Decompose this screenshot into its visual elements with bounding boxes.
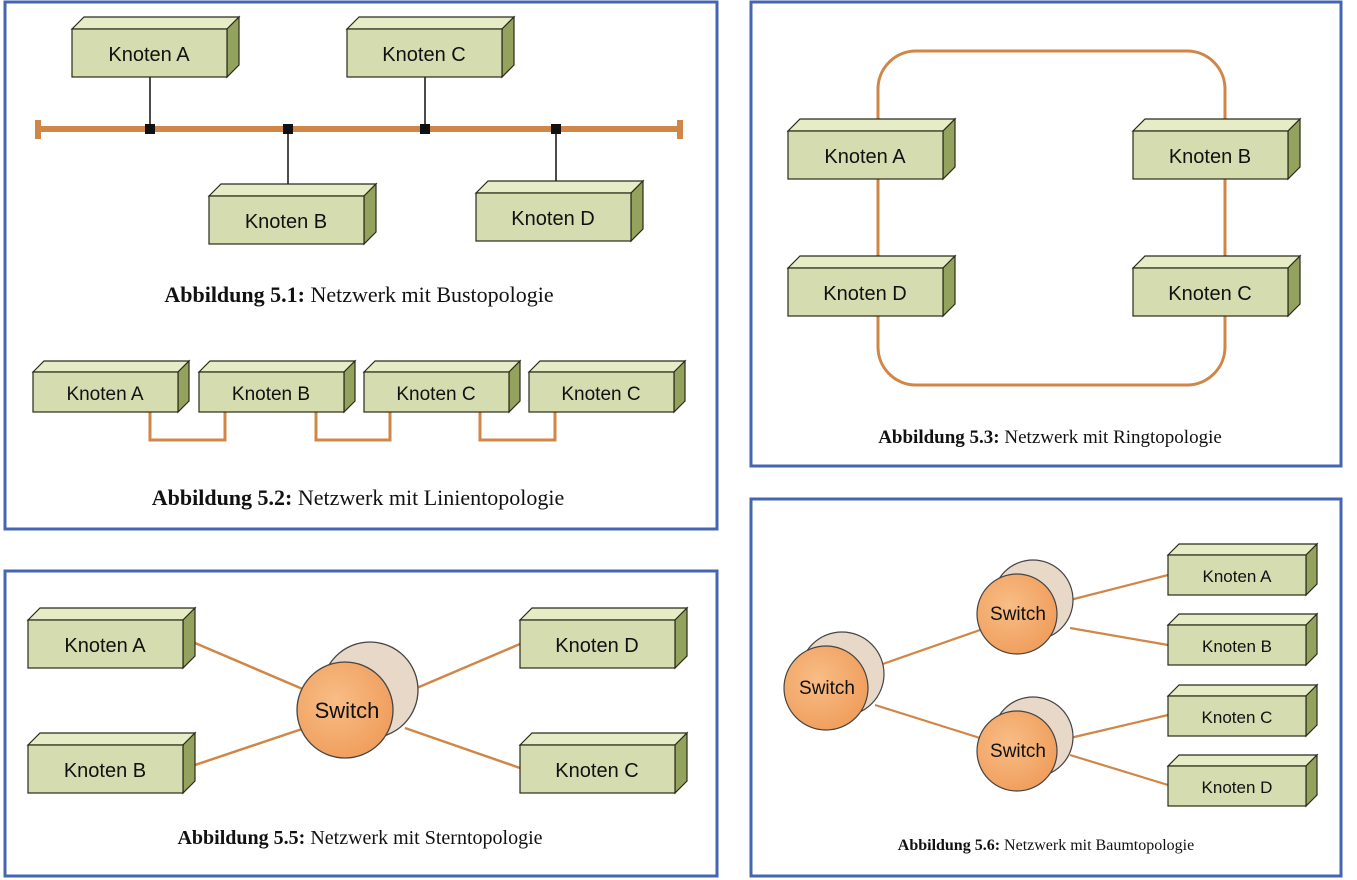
node-label: Knoten B <box>245 211 327 233</box>
panel-bus-line <box>3 0 719 531</box>
node-label: Knoten A <box>1202 567 1272 586</box>
bus-node-a: Knoten A <box>71 16 240 78</box>
node-label: Knoten B <box>64 760 146 782</box>
star-node-b: Knoten B <box>27 732 196 794</box>
node-label: Knoten A <box>66 384 143 405</box>
line-node-b: Knoten B <box>198 360 356 413</box>
line-node-c2: Knoten C <box>528 360 686 413</box>
node-label: Knoten A <box>824 146 906 168</box>
ring-cable <box>876 49 1227 387</box>
node-label: Knoten C <box>561 384 640 405</box>
node-label: Knoten C <box>382 44 465 66</box>
tree-node-d: Knoten D <box>1167 754 1318 807</box>
bus-node-c: Knoten C <box>346 16 515 78</box>
line-node-a: Knoten A <box>32 360 190 413</box>
tree-switch-root: Switch <box>783 631 885 731</box>
bus-diagram: Knoten A Knoten C Knoten B Knoten D <box>35 16 683 245</box>
tree-node-a: Knoten A <box>1167 543 1318 596</box>
panel-tree <box>749 497 1343 878</box>
ring-diagram: Knoten A Knoten B Knoten D Knoten C <box>787 49 1301 387</box>
node-label: Knoten D <box>511 208 594 230</box>
node-label: Knoten B <box>1169 146 1251 168</box>
star-diagram: Switch Knoten A Knoten B Knoten D Knoten… <box>27 607 688 794</box>
node-label: Knoten C <box>396 384 475 405</box>
ring-node-a: Knoten A <box>787 118 956 180</box>
bus-node-b: Knoten B <box>208 183 377 245</box>
bus-tap <box>420 124 430 134</box>
tree-diagram: Switch Switch Switch Knoten A Knoten B K… <box>783 543 1318 807</box>
line-diagram: Knoten A Knoten B Knoten C Knoten C <box>32 360 686 442</box>
tree-switch-upper: Switch <box>976 559 1074 655</box>
star-node-a: Knoten A <box>27 607 196 669</box>
switch-label: Switch <box>990 604 1046 625</box>
bus-node-d: Knoten D <box>475 180 644 242</box>
line-node-c: Knoten C <box>363 360 521 413</box>
bus-tap <box>145 124 155 134</box>
panel-ring <box>749 0 1343 468</box>
node-label: Knoten B <box>232 384 310 405</box>
tree-node-c: Knoten C <box>1167 684 1318 737</box>
star-node-c: Knoten C <box>519 732 688 794</box>
switch-label: Switch <box>315 698 380 723</box>
switch-label: Switch <box>799 678 855 699</box>
ring-node-b: Knoten B <box>1132 118 1301 180</box>
ring-node-c: Knoten C <box>1132 255 1301 317</box>
node-label: Knoten D <box>823 283 906 305</box>
caption-5-6: Abbildung 5.6: Netzwerk mit Baumtopologi… <box>898 837 1194 854</box>
panel-star <box>3 569 719 878</box>
caption-5-1: Abbildung 5.1: Netzwerk mit Bustopologie <box>164 282 553 307</box>
node-label: Knoten A <box>108 44 190 66</box>
node-label: Knoten C <box>1168 283 1251 305</box>
switch-label: Switch <box>990 741 1046 762</box>
bus-tap <box>551 124 561 134</box>
node-label: Knoten A <box>64 635 146 657</box>
tree-node-b: Knoten B <box>1167 613 1318 666</box>
caption-5-2: Abbildung 5.2: Netzwerk mit Linientopolo… <box>152 485 565 510</box>
node-label: Knoten C <box>1202 708 1273 727</box>
node-label: Knoten C <box>555 760 638 782</box>
star-node-d: Knoten D <box>519 607 688 669</box>
ring-node-d: Knoten D <box>787 255 956 317</box>
caption-5-3: Abbildung 5.3: Netzwerk mit Ringtopologi… <box>878 427 1222 448</box>
node-label: Knoten B <box>1202 637 1272 656</box>
bus-tap <box>283 124 293 134</box>
caption-5-5: Abbildung 5.5: Netzwerk mit Sterntopolog… <box>177 827 542 849</box>
star-switch: Switch <box>296 641 419 759</box>
tree-switch-lower: Switch <box>976 696 1074 792</box>
node-label: Knoten D <box>1202 778 1273 797</box>
node-label: Knoten D <box>555 635 638 657</box>
